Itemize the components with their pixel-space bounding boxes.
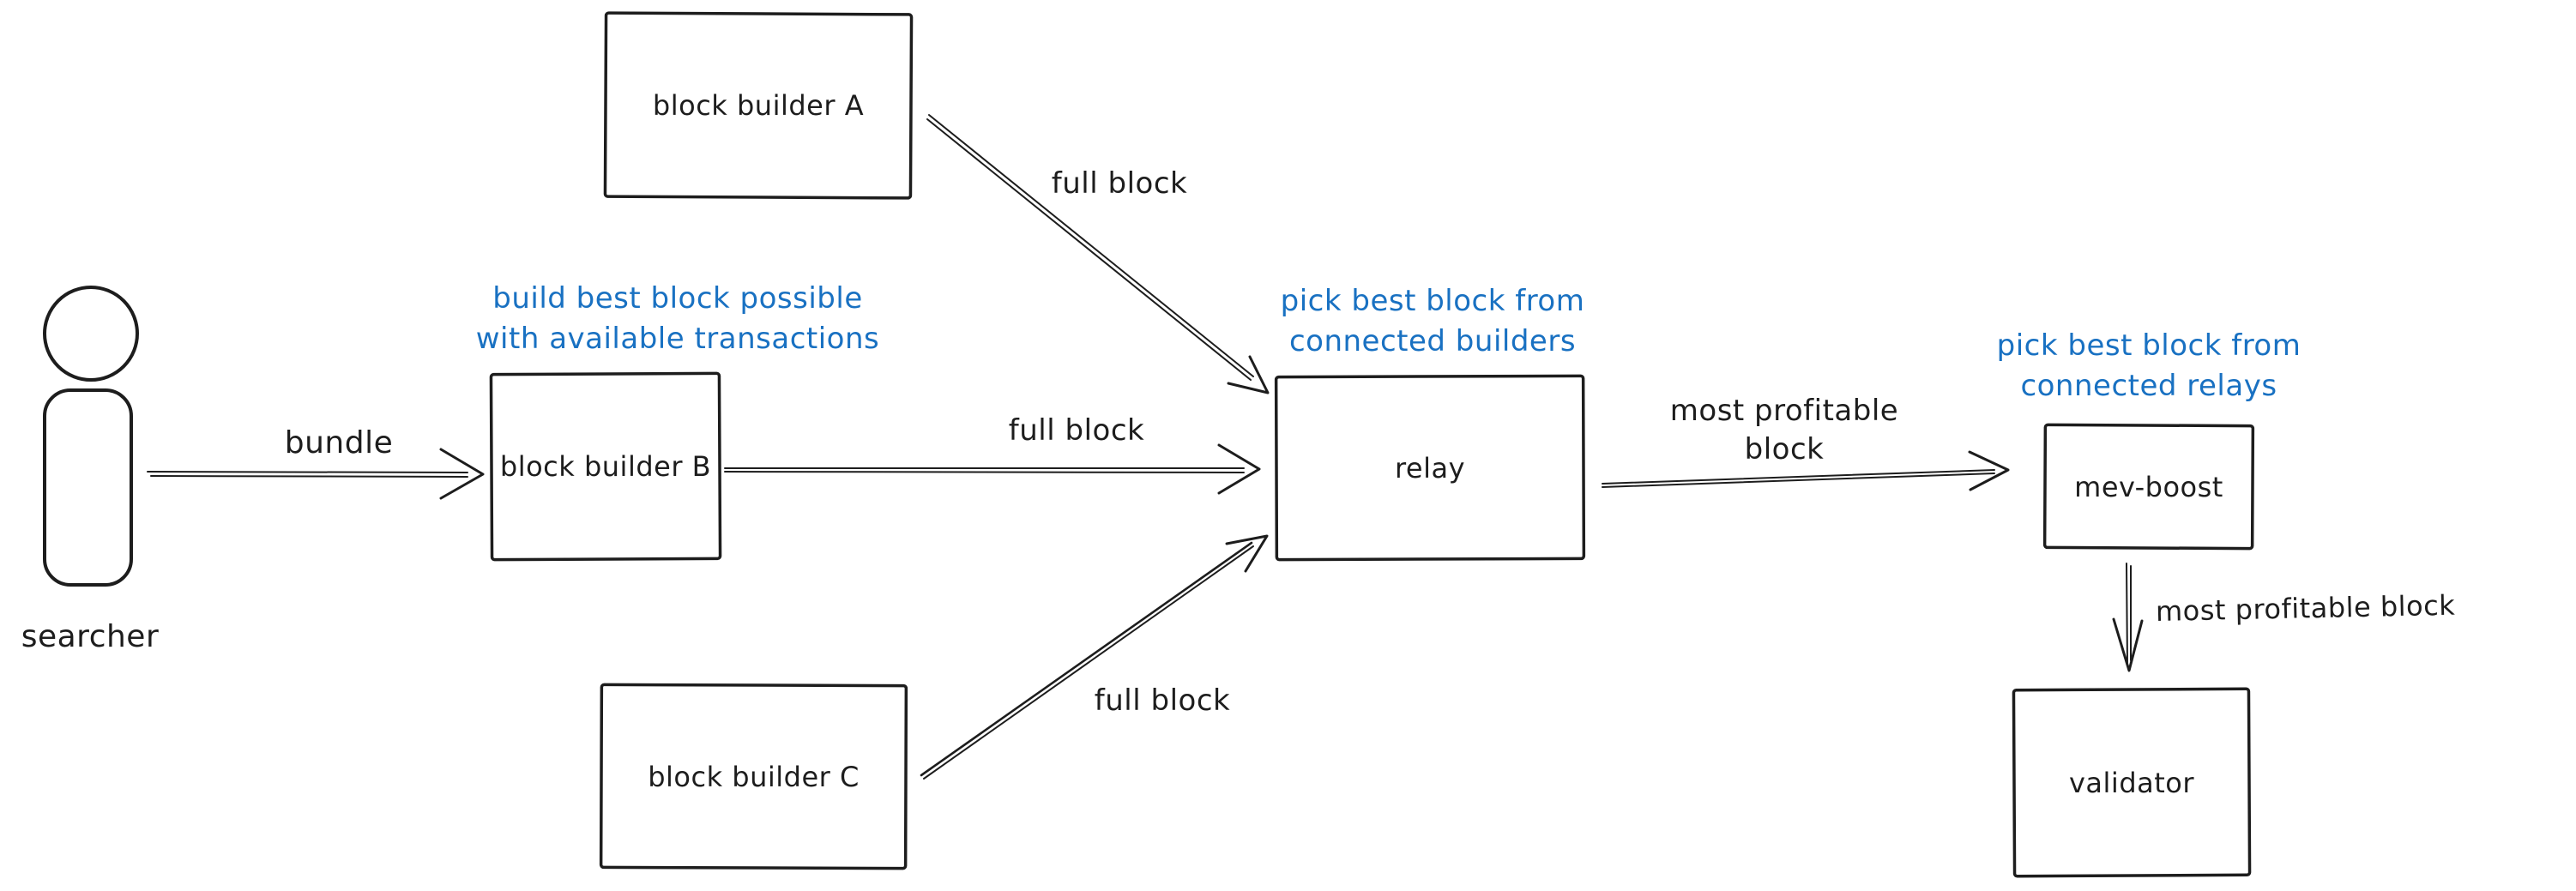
mev-boost-node bbox=[2042, 423, 2255, 551]
person-icon bbox=[43, 286, 139, 587]
builder-a-node bbox=[603, 11, 914, 200]
arrow-relay-to-mev-boost bbox=[1602, 450, 2010, 491]
relay-node bbox=[1274, 374, 1586, 562]
builder-c-node bbox=[599, 683, 908, 870]
builder-b-node bbox=[489, 371, 722, 562]
person-body bbox=[43, 388, 133, 587]
person-head bbox=[43, 286, 139, 382]
arrow-mev-boost-to-validator bbox=[2112, 563, 2144, 672]
arrow-builder-b-to-relay bbox=[724, 443, 1261, 495]
arrow-builder-c-to-relay bbox=[920, 534, 1269, 780]
arrow-builder-a-to-relay bbox=[926, 114, 1270, 394]
validator-node bbox=[2012, 687, 2252, 878]
arrow-bundle bbox=[147, 448, 485, 500]
